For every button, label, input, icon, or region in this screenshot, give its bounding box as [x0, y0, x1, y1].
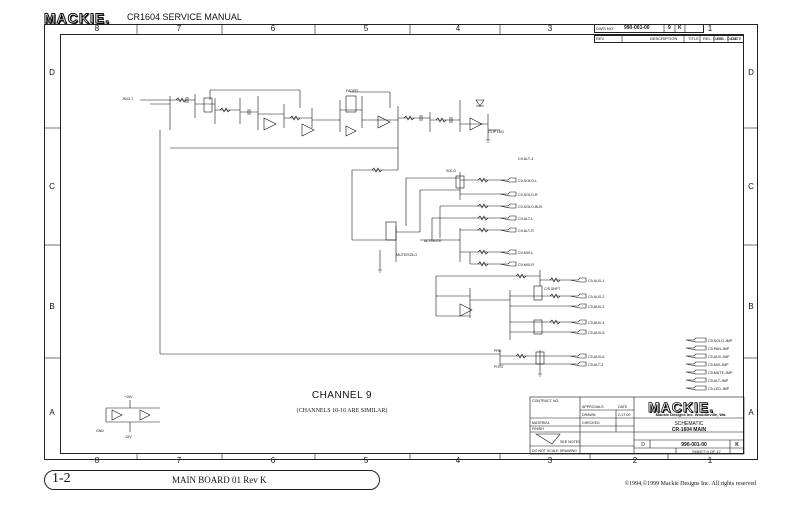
bus-output-label: C9-SOLO-BUS	[518, 205, 543, 209]
bus-output-label: C9-MIX-R	[518, 263, 534, 267]
revision-col-title: TITLE	[688, 36, 699, 41]
tb-field-label: DRAWN	[582, 413, 596, 417]
mackie-logo: MACKIE.	[43, 10, 111, 27]
tb-field-label: CHECKED	[582, 421, 600, 425]
aux-output-label: C9-AUX-1	[588, 279, 604, 283]
drawing-border-outer	[44, 24, 758, 460]
connector-label: C9-PAN-JMP	[708, 347, 730, 351]
column-number: 7	[176, 456, 182, 465]
power-negative-label: -15V	[124, 435, 132, 439]
drawing-border-inner	[60, 34, 744, 454]
title-block-drawing-type: SCHEMATIC	[674, 421, 704, 427]
mute-solo-label: MUTE/SOLO	[396, 253, 417, 257]
alt-mute-label: ALT/MUTE	[424, 239, 442, 243]
row-letter: C	[49, 182, 55, 191]
aux-output-label: C9-AUX-2	[588, 295, 604, 299]
doc-number: 990-001-00	[624, 25, 650, 31]
bus-output-label: C9-SOLO-L	[518, 179, 537, 183]
column-number: 8	[94, 24, 100, 33]
sheet-title: CHANNEL 9	[311, 390, 373, 401]
solo-label: SOLO	[446, 169, 456, 173]
connector-label: C9-LED-JMP	[708, 387, 730, 391]
tb-field-label: APPROVALS	[582, 405, 604, 409]
revision-col-rev: REV	[596, 36, 605, 41]
manual-title: CR1604 SERVICE MANUAL	[127, 12, 242, 22]
tb-scale: SEE NOTES	[560, 440, 581, 444]
connector-label: C9-MUTE-JMP	[708, 371, 733, 375]
row-letter: C	[748, 182, 754, 191]
title-block-company: Mackie Designs Inc. Woodinville, Wa.	[655, 412, 727, 417]
row-letter: A	[748, 408, 754, 417]
page-footer-badge	[44, 470, 380, 490]
title-block-sheet: SHEET 9 OF 17	[692, 449, 721, 454]
title-block-size: D	[641, 442, 645, 448]
connector-label: C9-ALT-JMP	[708, 379, 729, 383]
tb-field-label: DATE	[618, 405, 628, 409]
column-number: 3	[547, 456, 553, 465]
bus-output-label: C9-ALT-4	[518, 157, 533, 161]
sheet-subtitle: (CHANNELS 10-16 ARE SIMILAR)	[296, 408, 388, 414]
dwg-no-label: DWG NO.	[596, 26, 614, 31]
bus-output-label: C9-MIX-L	[518, 251, 533, 255]
revision-col-reldate: REL. DATE	[703, 36, 724, 41]
aux-output-label: C9-AUX-3	[588, 305, 604, 309]
row-letter: B	[49, 302, 55, 311]
column-number: 4	[455, 24, 461, 33]
tb-field-label: DO NOT SCALE DRAWING	[532, 449, 577, 453]
board-name: MAIN BOARD 01 Rev K	[172, 475, 267, 485]
fader-label: FADER	[346, 89, 358, 93]
column-number: 6	[270, 456, 276, 465]
tb-drawn-date: 2-17-00	[618, 413, 630, 417]
column-number: 5	[363, 24, 369, 33]
row-letter: D	[748, 68, 754, 77]
tb-field-label: MATERIAL	[532, 421, 550, 425]
power-ground-label: GND	[96, 429, 104, 433]
row-letter: A	[49, 408, 55, 417]
revision-header-row	[594, 35, 744, 43]
column-number: 7	[176, 24, 182, 33]
title-block-doc-number: 990-001-00	[681, 442, 707, 448]
bus-output-label: C9-ALT-L	[518, 217, 533, 221]
power-positive-label: +15V	[124, 395, 133, 399]
column-number: 1	[707, 24, 713, 33]
column-number: 2	[632, 456, 638, 465]
bus-output-label: C9-ALT-3	[588, 363, 603, 367]
connector-label: C9-MIX-JMP	[708, 363, 729, 367]
page-number: 1-2	[52, 471, 71, 486]
column-number: 3	[547, 24, 553, 33]
tb-field-label: FINISH	[532, 427, 544, 431]
column-number: 1	[707, 456, 713, 465]
title-block-drawing-name: CR-1604 MAIN	[671, 427, 707, 433]
revision-col-date: DATE	[731, 36, 742, 41]
tb-field-label: CONTRACT NO.	[532, 399, 559, 403]
title-block-rev: K	[735, 442, 739, 448]
column-number: 8	[94, 456, 100, 465]
aux-output-label: C9-AUX-6	[588, 355, 604, 359]
pre-label: PRE	[494, 349, 502, 353]
copyright: ©1994,©1999 Mackie Designs Inc. All righ…	[624, 481, 756, 487]
doc-rev: K	[678, 25, 682, 31]
bus-output-label: C9-ALT-R	[518, 229, 534, 233]
column-number: 6	[270, 24, 276, 33]
aux-output-label: C9-AUX-5	[588, 331, 604, 335]
aux-output-label: C9-AUX-4	[588, 321, 604, 325]
cs-shift-label: C/S SHFT	[544, 287, 561, 291]
revision-col-reldate2: REL. DATE	[717, 36, 738, 41]
doc-number-box	[594, 24, 704, 33]
column-number: 5	[363, 456, 369, 465]
row-letter: B	[748, 302, 754, 311]
clip-led-label: CLIP LED	[488, 130, 504, 134]
connector-label: C9-SOLO-JMP	[708, 339, 733, 343]
bus-output-label: C9-SOLO-R	[518, 193, 538, 197]
connector-label: C9-AUX-JMP	[708, 355, 730, 359]
doc-sheet: 9	[668, 25, 671, 31]
input-jack-label: JK02-7	[122, 97, 133, 101]
title-block-logo: MACKIE.	[648, 399, 715, 416]
post-label: POST	[494, 365, 505, 369]
revision-col-description: DESCRIPTION	[650, 36, 678, 41]
row-letter: D	[49, 68, 55, 77]
column-number: 4	[455, 456, 461, 465]
